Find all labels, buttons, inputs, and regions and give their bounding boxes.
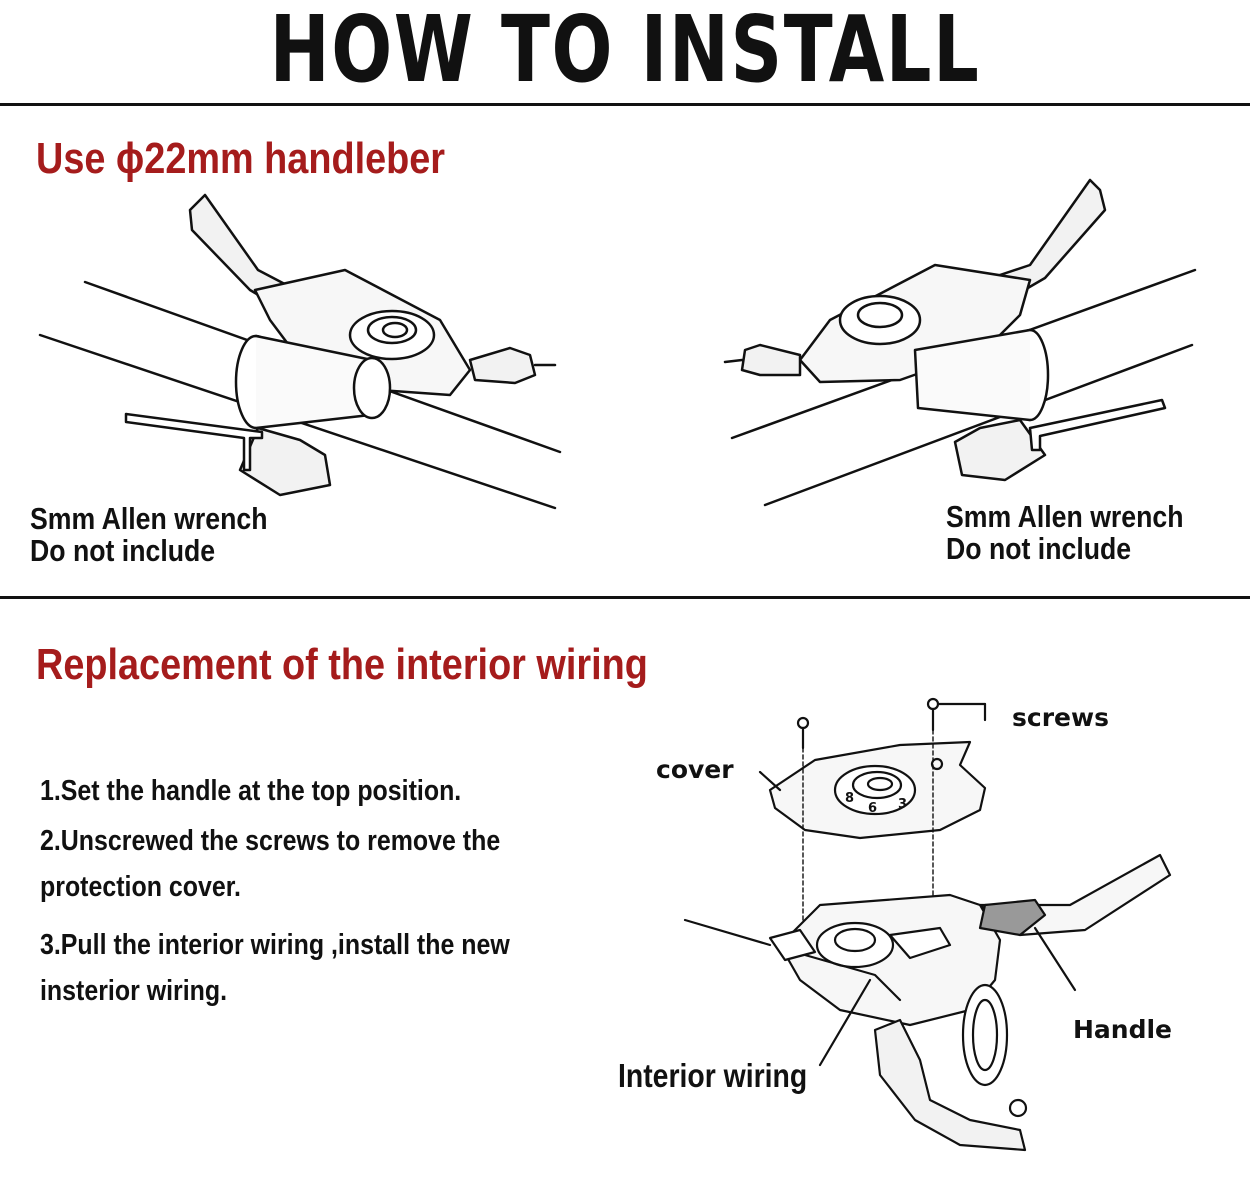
dial-number: 6 xyxy=(868,801,877,816)
step-2-line1: 2.Unscrewed the screws to remove the xyxy=(40,825,501,857)
page-title: HOW TO INSTALL xyxy=(269,0,981,103)
right-allen-note-line1: Smm Allen wrench xyxy=(946,499,1184,534)
exploded-shifter-diagram: 86 3 xyxy=(683,697,1172,1152)
handle-label: Handle xyxy=(1073,1015,1173,1044)
step-2-line2: protection cover. xyxy=(40,871,241,903)
dial-number: 8 xyxy=(845,791,854,806)
screw-left xyxy=(796,716,810,750)
step-1: 1.Set the handle at the top position. xyxy=(40,775,462,807)
divider-middle xyxy=(0,596,1250,599)
divider-top xyxy=(0,103,1250,106)
right-allen-note-line2: Do not include xyxy=(946,531,1132,566)
wiring-heading: Replacement of the interior wiring xyxy=(36,640,648,689)
right-shifter-illustration xyxy=(723,178,1197,507)
screws-label: screws xyxy=(1012,703,1109,732)
dial-number: 3 xyxy=(898,797,907,812)
step-3-line2: insterior wiring. xyxy=(40,975,228,1007)
screw-right xyxy=(926,697,940,732)
cover-label: cover xyxy=(656,755,734,784)
step-3-line1: 3.Pull the interior wiring ,install the … xyxy=(40,929,510,961)
left-shifter-illustration xyxy=(38,193,562,510)
interior-wiring-label: Interior wiring xyxy=(618,1057,808,1094)
left-allen-note-line2: Do not include xyxy=(30,533,216,568)
handlebar-heading: Use ϕ22mm handleber xyxy=(36,134,446,183)
left-allen-note-line1: Smm Allen wrench xyxy=(30,501,268,536)
